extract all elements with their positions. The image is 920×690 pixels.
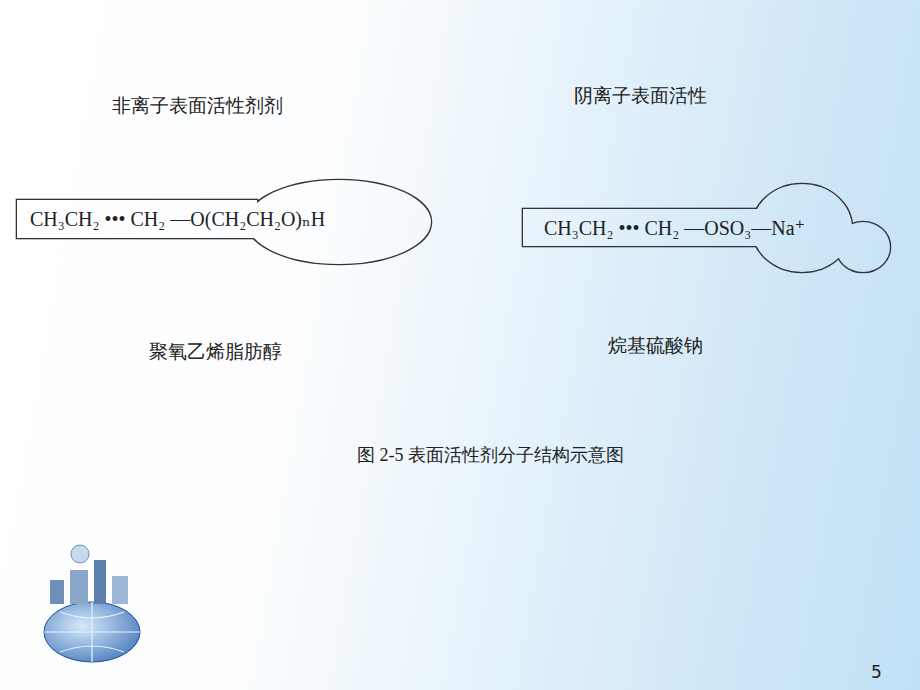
molecule-outline: CH₃CH₂ ••• CH₂ —O(CH₂CH₂O)ₙH	[14, 176, 434, 268]
structural-formula: CH₃CH₂ ••• CH₂ —O(CH₂CH₂O)ₙH	[30, 207, 325, 231]
structural-formula: CH₃CH₂ ••• CH₂ —OSO₃—Na⁺	[544, 216, 805, 240]
molecule-outline: CH₃CH₂ ••• CH₂ —OSO₃—Na⁺	[520, 181, 894, 279]
globe-logo	[30, 540, 160, 670]
figure-caption: 图 2-5 表面活性剂分子结构示意图	[357, 443, 624, 467]
compound-name: 烷基硫酸钠	[608, 333, 703, 359]
category-heading: 阴离子表面活性	[574, 83, 707, 109]
page-number: 5	[871, 662, 882, 682]
category-heading: 非离子表面活性剂剂	[112, 93, 283, 119]
compound-name: 聚氧乙烯脂肪醇	[149, 339, 282, 365]
